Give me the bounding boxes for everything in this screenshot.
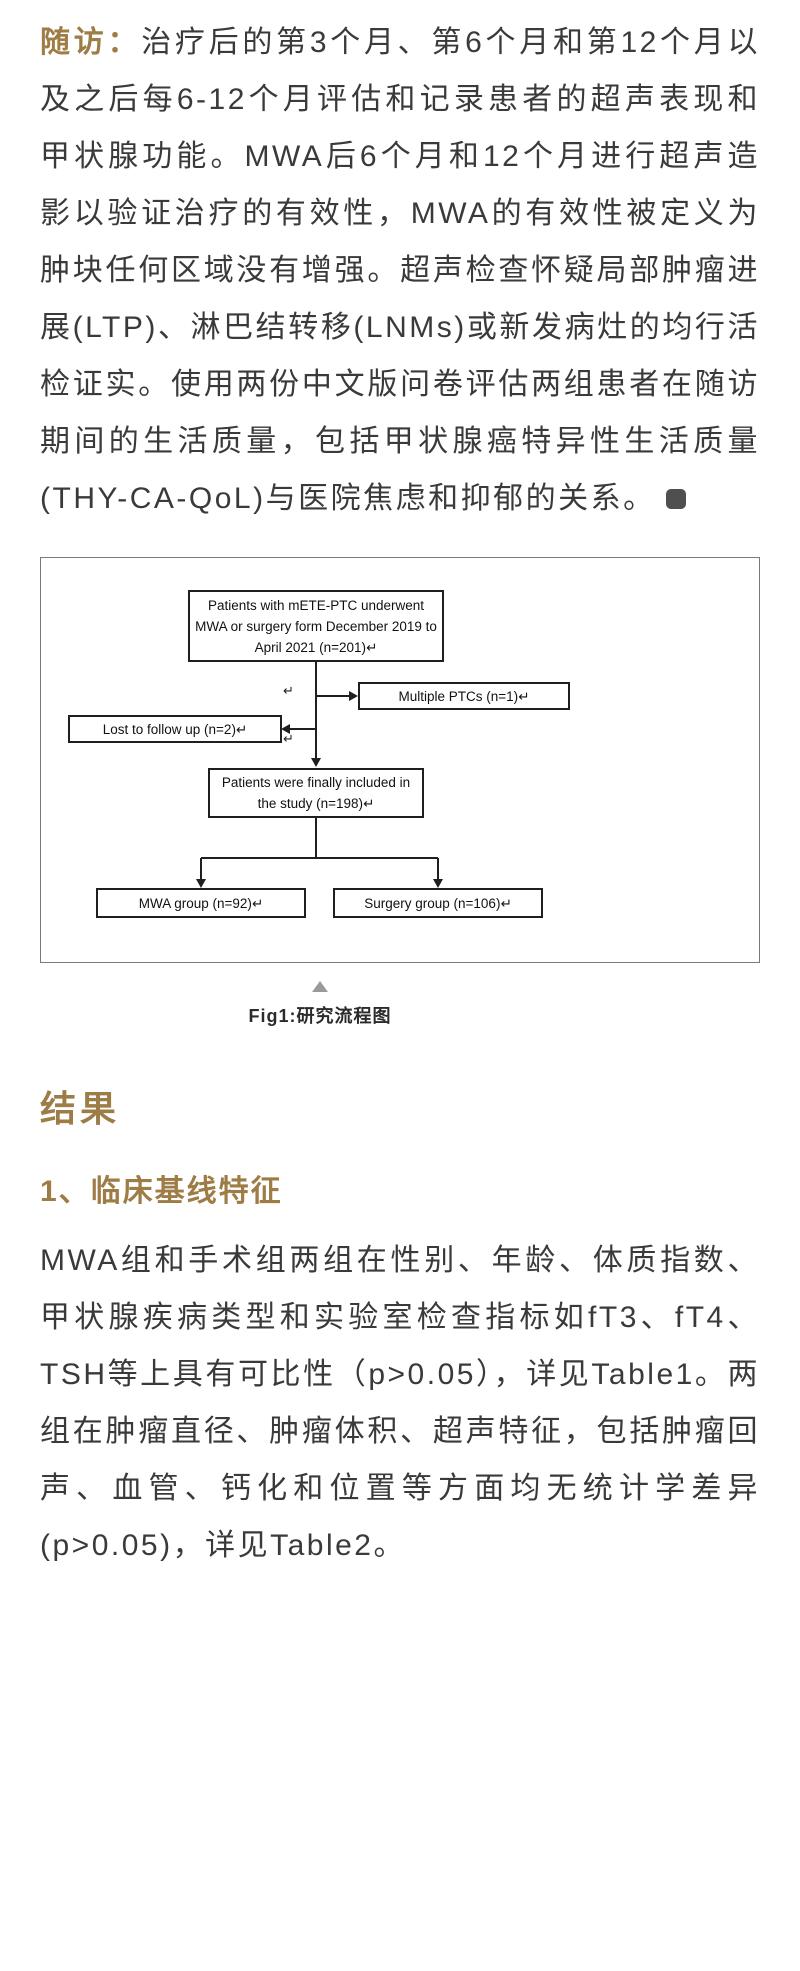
arrow-down-included-icon	[311, 758, 321, 767]
study-flowchart: Patients with mETE-PTC underwent MWA or …	[40, 557, 760, 963]
flowchart-box-multiple-ptcs: Multiple PTCs (n=1)↵	[358, 682, 570, 710]
followup-text: 治疗后的第3个月、第6个月和第12个月以及之后每6-12个月评估和记录患者的超声…	[40, 26, 760, 515]
arrow-right-multiple-icon	[349, 691, 358, 701]
followup-paragraph: 随访：治疗后的第3个月、第6个月和第12个月以及之后每6-12个月评估和记录患者…	[40, 14, 760, 527]
flowchart-connectors	[196, 662, 443, 888]
arrow-left-lost-icon	[281, 724, 290, 734]
flowchart-box-mwa-group: MWA group (n=92)↵	[96, 888, 306, 918]
followup-label: 随访：	[40, 26, 142, 59]
arrow-down-surgery-icon	[433, 879, 443, 888]
figure-block: Patients with mETE-PTC underwent MWA or …	[40, 557, 760, 1028]
flowchart-box-surgery-group: Surgery group (n=106)↵	[333, 888, 543, 918]
return-mark: ↵	[283, 731, 294, 746]
results-heading: 结果	[40, 1088, 121, 1129]
figure-caption: Fig1:研究流程图	[248, 1006, 392, 1026]
flowchart-box-lost-followup: Lost to follow up (n=2)↵	[68, 715, 282, 743]
figure-caption-wrap: Fig1:研究流程图	[40, 981, 600, 1028]
arrow-down-mwa-icon	[196, 879, 206, 888]
baseline-subheading: 1、临床基线特征	[40, 1175, 283, 1208]
collapse-triangle-icon	[312, 981, 328, 992]
article-page: 随访：治疗后的第3个月、第6个月和第12个月以及之后每6-12个月评估和记录患者…	[40, 14, 760, 1562]
paragraph-end-icon	[665, 489, 686, 509]
baseline-paragraph: MWA组和手术组两组在性别、年龄、体质指数、甲状腺疾病类型和实验室检查指标如fT…	[40, 1244, 760, 1562]
return-mark: ↵	[283, 683, 294, 698]
flowchart-box-enrollment: Patients with mETE-PTC underwent MWA or …	[188, 590, 444, 662]
flowchart-box-included: Patients were finally included in the st…	[208, 768, 424, 818]
